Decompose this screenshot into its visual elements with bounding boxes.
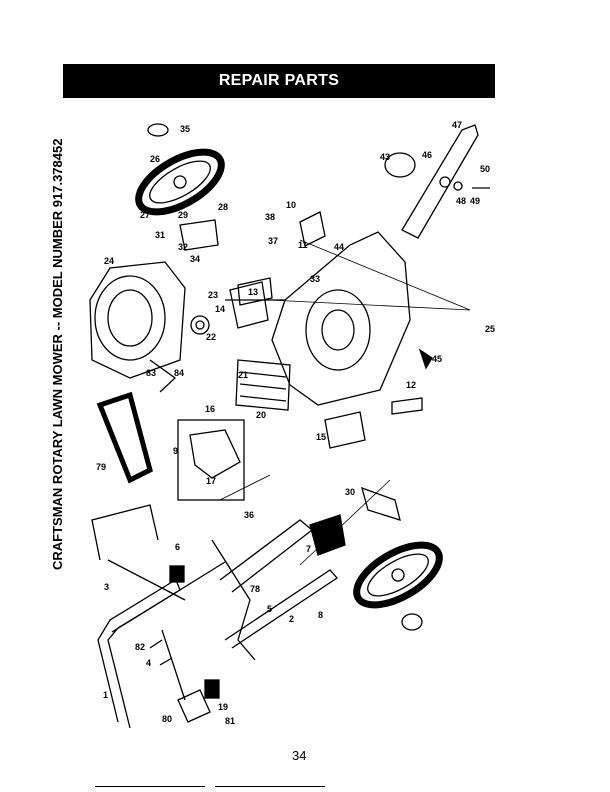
part-label: 16	[205, 404, 215, 414]
footer-rule-left	[95, 786, 205, 787]
wheel-rear-left	[135, 123, 225, 216]
part-label: 29	[178, 210, 188, 220]
part-label: 30	[345, 487, 355, 497]
part-label: 83	[146, 368, 156, 378]
part-label: 48	[456, 196, 466, 206]
part-label: 24	[104, 256, 114, 266]
wheel-front-right	[353, 541, 443, 631]
part-label: 28	[218, 202, 228, 212]
part-label: 23	[208, 290, 218, 300]
part-label: 21	[238, 370, 248, 380]
part-label: 32	[178, 242, 188, 252]
section-banner: REPAIR PARTS	[63, 64, 495, 98]
part-label: 8	[318, 610, 323, 620]
part-label: 13	[248, 287, 258, 297]
page-number: 34	[292, 748, 307, 763]
part-label: 44	[334, 242, 344, 252]
handle-assembly	[91, 504, 338, 729]
part-label: 22	[206, 332, 216, 342]
part-label: 49	[470, 196, 480, 206]
mower-deck	[225, 231, 411, 406]
part-label: 19	[218, 702, 228, 712]
height-adjusters	[179, 211, 433, 556]
part-label: 26	[150, 154, 160, 164]
deflector-frame	[96, 391, 245, 501]
part-label: 2	[289, 614, 294, 624]
part-label: 38	[265, 212, 275, 222]
part-label: 47	[452, 120, 462, 130]
part-label: 37	[268, 236, 278, 246]
banner-text: REPAIR PARTS	[218, 72, 340, 89]
part-label: 31	[155, 230, 165, 240]
part-label: 78	[250, 584, 260, 594]
part-label: 46	[422, 150, 432, 160]
part-label: 12	[406, 380, 416, 390]
part-label: 81	[225, 716, 235, 726]
part-label: 3	[104, 582, 109, 592]
part-label: 80	[162, 714, 172, 724]
part-label: 11	[298, 240, 308, 250]
part-label: 43	[380, 152, 390, 162]
part-label: 84	[174, 368, 184, 378]
blade-assembly	[384, 124, 490, 239]
part-label: 36	[244, 510, 254, 520]
part-label: 4	[146, 658, 151, 668]
part-label: 50	[480, 164, 490, 174]
part-label: 25	[485, 324, 495, 334]
rear-baffle	[235, 359, 291, 411]
part-label: 15	[316, 432, 326, 442]
part-label: 10	[286, 200, 296, 210]
leader-lines	[219, 239, 471, 566]
part-label: 7	[306, 544, 311, 554]
part-label: 9	[173, 446, 178, 456]
part-label: 79	[96, 462, 106, 472]
part-label: 82	[135, 642, 145, 652]
engine	[89, 261, 210, 393]
part-label: 27	[140, 210, 150, 220]
part-label: 14	[215, 304, 225, 314]
part-label: 6	[175, 542, 180, 552]
part-label: 1	[103, 690, 108, 700]
part-label: 35	[180, 124, 190, 134]
footer-rule-right	[215, 786, 325, 787]
part-label: 5	[267, 604, 272, 614]
part-number-labels: 1 2 3 4 5 6 7 8 9 10 11 12 13 14 15 16 1…	[96, 120, 495, 726]
part-label: 20	[256, 410, 266, 420]
part-label: 33	[310, 274, 320, 284]
part-label: 17	[206, 476, 216, 486]
part-label: 45	[432, 354, 442, 364]
part-label: 34	[190, 254, 200, 264]
